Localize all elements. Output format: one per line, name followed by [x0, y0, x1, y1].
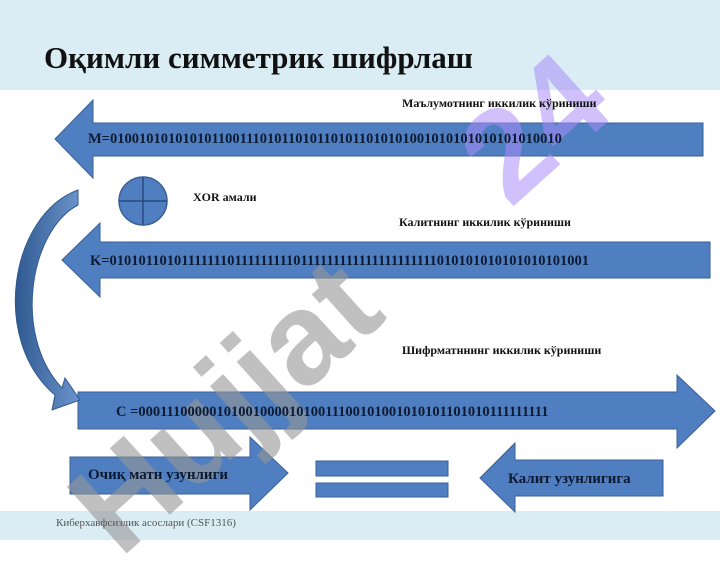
key-length-label: Калит узунлигига [508, 471, 631, 487]
message-binary-value: M=01001010101010110011101011010110101101… [88, 131, 562, 147]
equals-bar-bottom [315, 482, 449, 498]
page-title: Оқимли симметрик шифрлаш [44, 40, 473, 75]
cipher-binary-value: C =0001110000010100100001010011100101001… [116, 404, 549, 420]
key-length-arrow [479, 441, 664, 514]
footer-text: Киберхавфсизлик асослари (CSF1316) [56, 517, 236, 529]
equals-bar-top [315, 460, 449, 477]
plaintext-length-label: Очиқ матн узунлиги [88, 467, 229, 483]
curved-arrow [14, 189, 81, 411]
cipher-arrow [77, 373, 716, 450]
header-band [0, 0, 720, 90]
key-binary-value: K=01010110101111111011111111101111111111… [90, 253, 590, 269]
key-arrow [61, 221, 711, 299]
diagram [14, 98, 716, 514]
plaintext-length-arrow [69, 435, 289, 512]
message-arrow [54, 98, 704, 180]
key-binary-label: Калитнинг иккилик кўриниши [399, 215, 571, 229]
message-binary-label: Маълумотнинг иккилик кўриниши [402, 96, 597, 110]
xor-icon [118, 176, 168, 226]
footer-band [0, 511, 720, 540]
xor-label: XOR амали [193, 190, 257, 204]
cipher-binary-label: Шифрматннинг иккилик кўриниши [402, 343, 602, 357]
